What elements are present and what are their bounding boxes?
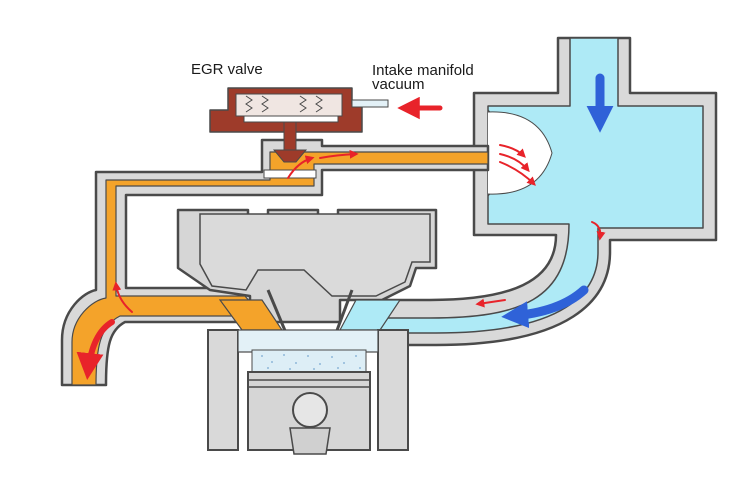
red-curved-arrow	[287, 155, 315, 179]
cylinder-block	[207, 329, 409, 455]
combustion-chamber	[251, 349, 367, 373]
connecting-rod	[289, 427, 331, 455]
exhaust-flow-arrows	[76, 96, 606, 381]
egr-valve	[209, 87, 389, 163]
intake-manifold-vacuum-label: Intake manifold	[372, 62, 474, 79]
intake-flow-arrows	[501, 73, 614, 329]
red-curved-arrow	[76, 319, 115, 381]
red-curved-arrow	[475, 298, 506, 308]
red-curved-arrow	[112, 281, 133, 313]
intake-manifold-vacuum-label-line2: vacuum	[372, 76, 425, 93]
cylinder-head	[176, 208, 438, 324]
red-curved-arrow	[319, 149, 359, 159]
egr-valve-label: EGR valve	[191, 61, 263, 78]
blue-arrow	[501, 285, 589, 329]
red-curved-arrow	[499, 153, 530, 173]
vacuum-line	[351, 99, 389, 108]
red-curved-arrow	[499, 161, 536, 186]
piston-pin	[292, 392, 328, 428]
red-curved-arrow	[499, 144, 526, 158]
red-curved-arrow	[591, 221, 606, 241]
